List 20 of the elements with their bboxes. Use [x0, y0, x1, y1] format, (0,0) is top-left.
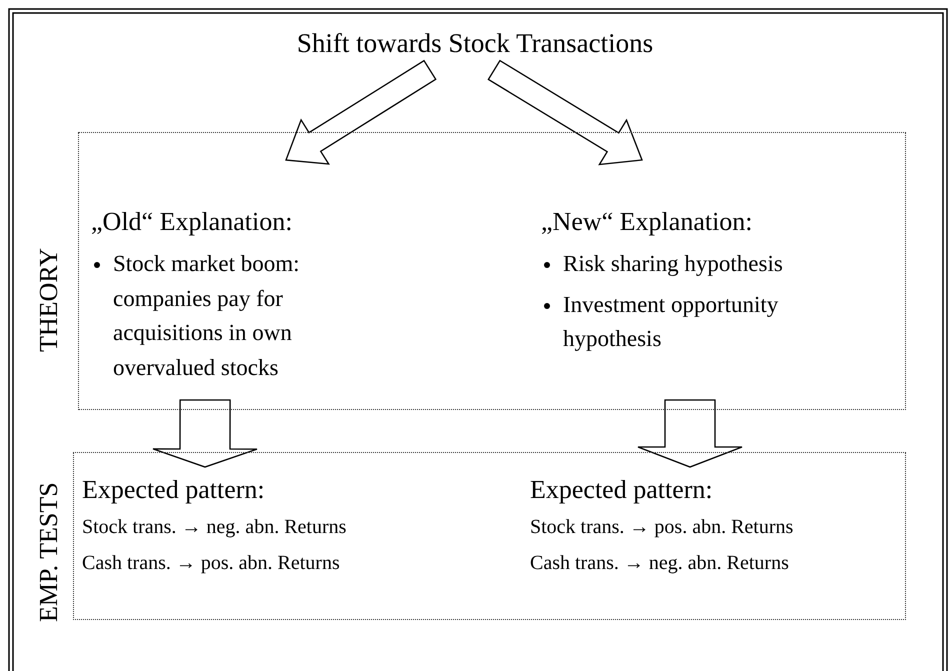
- bullet-item: Stock market boom: companies pay for acquisitions in own overvalued stocks: [91, 247, 381, 386]
- bullet-item: Investment opportunity hypothesis: [541, 288, 841, 357]
- section-frame: [73, 452, 906, 620]
- section-frame: [78, 132, 906, 410]
- pattern-row-text: Cash trans. → neg. abn. Returns: [530, 551, 790, 576]
- pattern-row-text: Cash trans. → pos. abn. Returns: [82, 551, 341, 576]
- pattern-row-text: Stock trans. → pos. abn. Returns: [530, 515, 794, 540]
- section-heading: Expected pattern:: [82, 474, 266, 506]
- block-arrow: [637, 399, 743, 468]
- section-heading: „New“ Explanation:: [541, 206, 754, 238]
- side-label: EMP. TESTS: [36, 482, 62, 622]
- title-text: Shift towards Stock Transactions: [296, 28, 654, 59]
- block-arrow: [152, 399, 258, 468]
- bullet-item: Risk sharing hypothesis: [541, 247, 841, 282]
- side-label: THEORY: [36, 248, 62, 352]
- block-arrow: [488, 60, 643, 166]
- section-heading: „Old“ Explanation:: [91, 206, 294, 238]
- section-heading: Expected pattern:: [530, 474, 714, 506]
- block-arrow: [285, 60, 437, 165]
- pattern-row-text: Stock trans. → neg. abn. Returns: [82, 515, 348, 540]
